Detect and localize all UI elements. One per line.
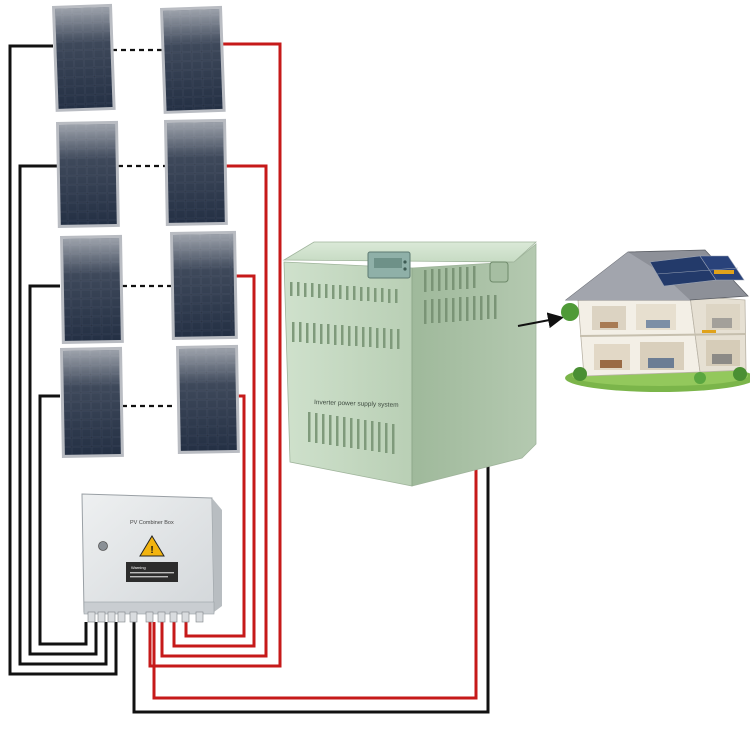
solar-panel	[60, 346, 124, 458]
house-cutaway-illustration	[561, 249, 750, 392]
solar-panel	[170, 230, 238, 340]
positive-wire-row3	[172, 274, 256, 648]
lock-icon	[98, 541, 108, 551]
cable-glands	[87, 611, 204, 623]
solar-array	[52, 3, 240, 458]
combiner-box-label: PV Combiner Box	[130, 520, 174, 526]
output-positive-wire	[152, 430, 478, 700]
inverter-label: Inverter power supply system	[314, 399, 399, 409]
negative-wire-row2	[18, 164, 108, 666]
inverter-vents-side	[424, 266, 497, 324]
combiner-box: PV Combiner Box ! Warning	[81, 493, 222, 623]
negative-wire-row4	[38, 394, 88, 646]
warning-triangle-icon	[139, 535, 165, 557]
series-links	[112, 48, 176, 408]
solar-panel	[60, 234, 124, 344]
warning-label: Warning	[131, 565, 146, 570]
solar-panel	[164, 118, 228, 226]
positive-wire-row1	[148, 42, 282, 668]
positive-wire-row2	[160, 164, 268, 658]
solar-panel	[52, 3, 116, 112]
wiring	[8, 42, 490, 714]
solar-panel	[56, 120, 120, 228]
warning-mark-icon: !	[150, 545, 153, 556]
solar-panel	[176, 344, 240, 454]
negative-wire-row3	[28, 284, 98, 656]
negative-wire-row1	[8, 44, 118, 676]
arrow-right-icon	[517, 312, 564, 329]
output-negative-wire	[132, 428, 490, 714]
inverter-vents-front	[290, 282, 400, 454]
solar-panel	[160, 5, 226, 114]
inverter-side-handle	[489, 261, 509, 283]
positive-wire-row4	[184, 394, 246, 638]
inverter-cabinet: Inverter power supply system	[282, 241, 538, 487]
